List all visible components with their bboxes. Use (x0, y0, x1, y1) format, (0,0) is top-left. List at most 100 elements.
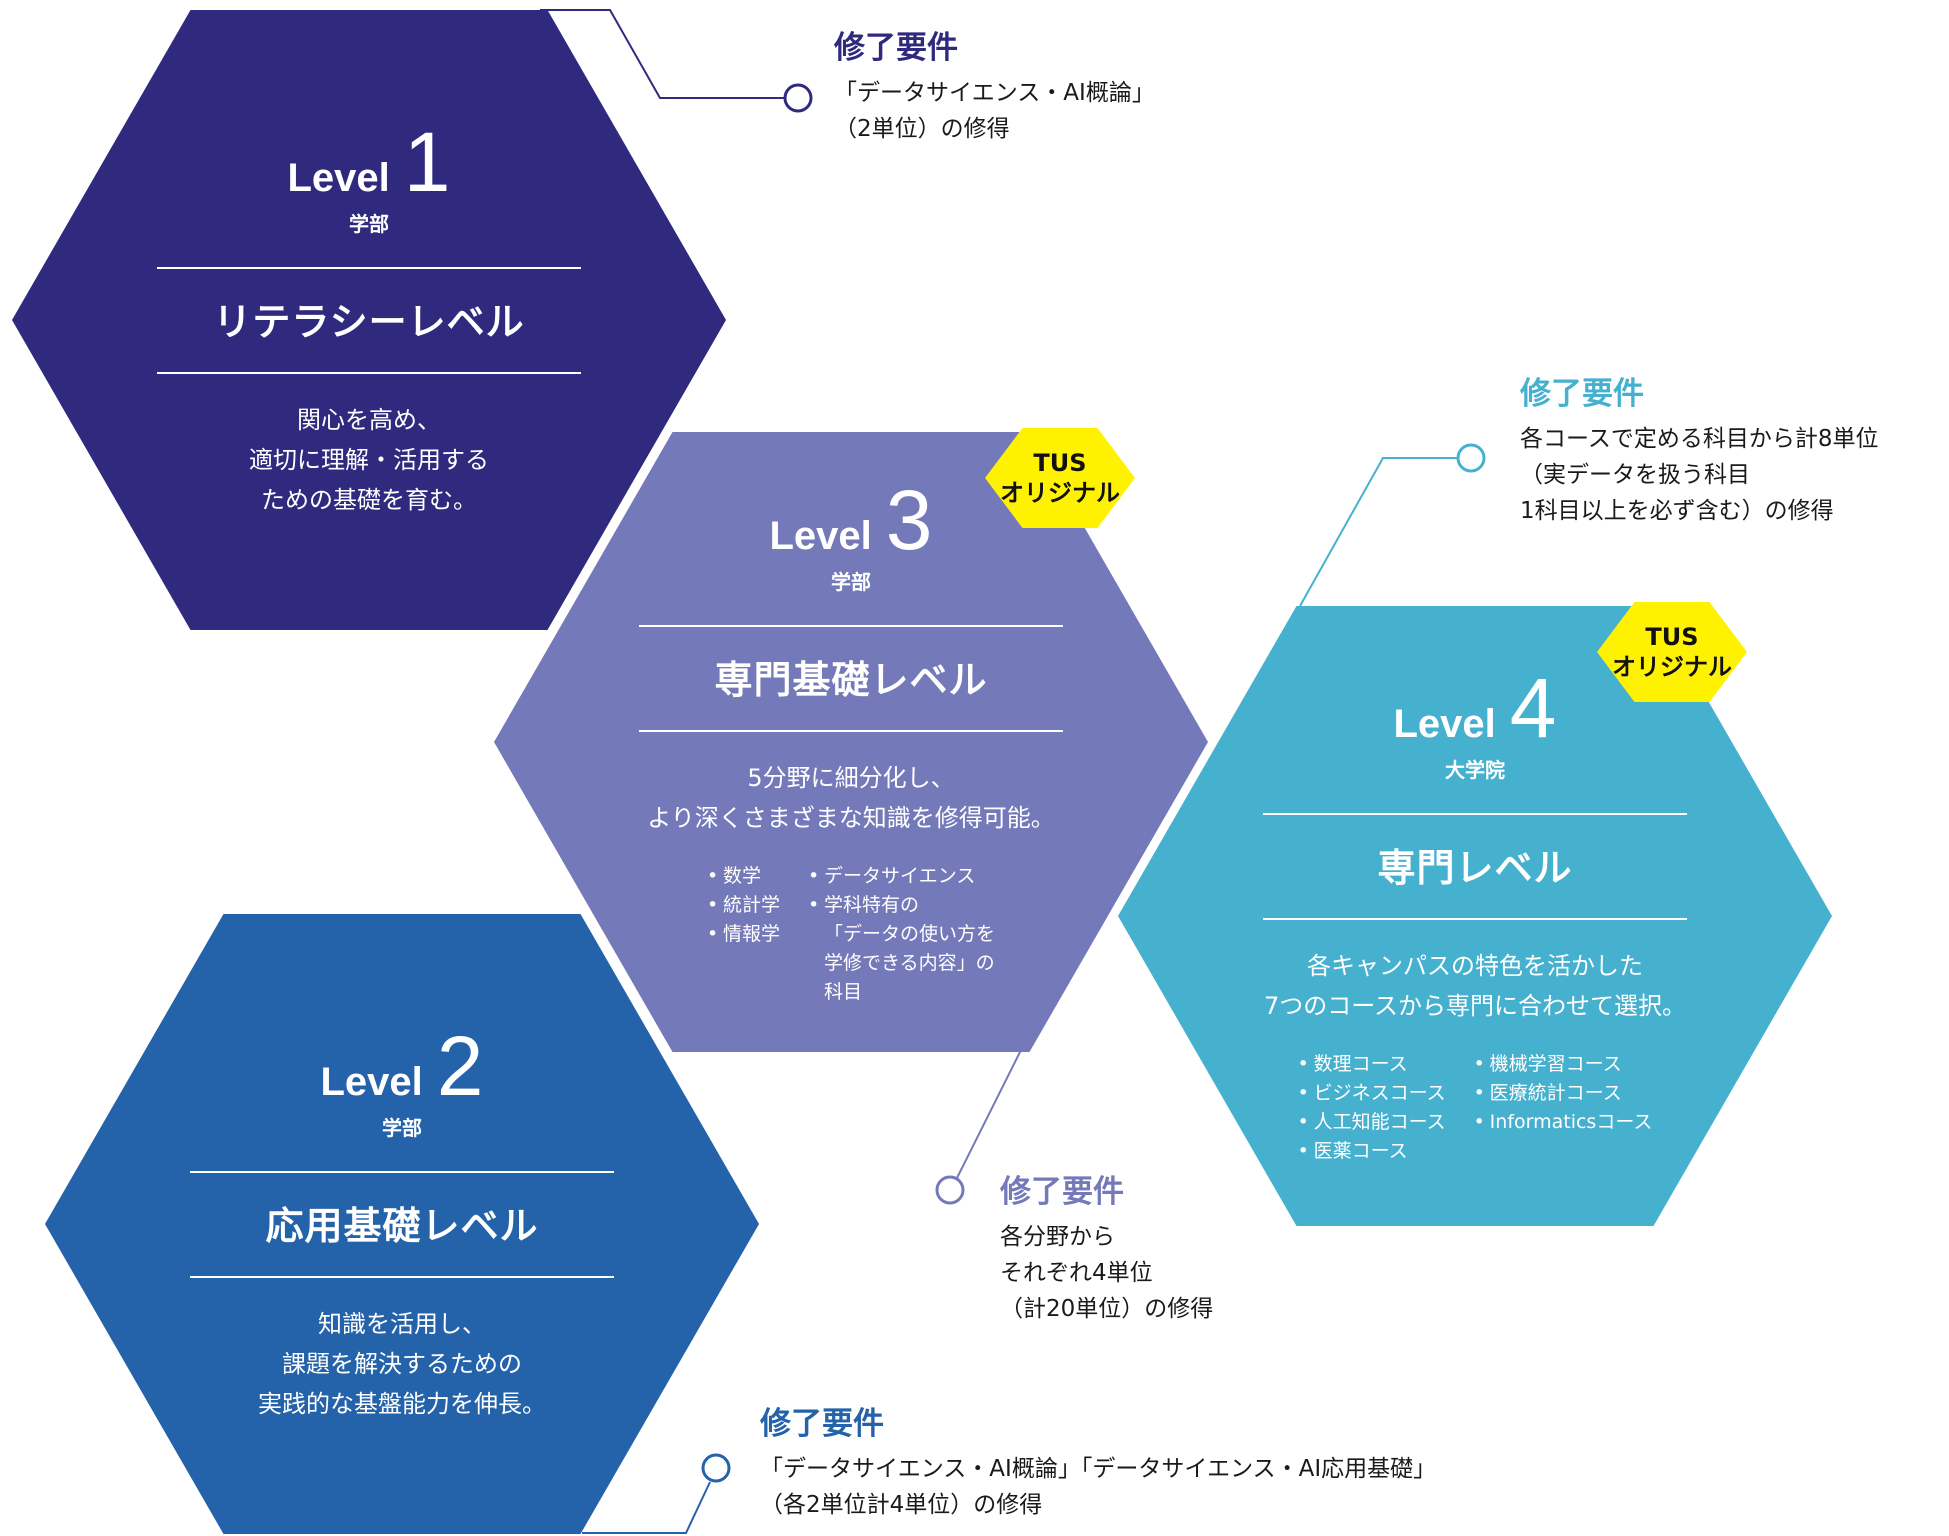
list-item-text: 科目 (824, 980, 863, 1003)
level3-bottom-rule (638, 729, 1064, 732)
level4-requirement-title: 修了要件 (1520, 376, 1644, 412)
badge-line: オリジナル (1000, 479, 1120, 507)
list-item-continuation: 「データの使い方を (808, 920, 995, 949)
level3-bullets-right: データサイエンス 学科特有の 「データの使い方を 学修できる内容」の 科目 (808, 862, 995, 1007)
level3-requirement-line: （計20単位）の修得 (1000, 1296, 1214, 1322)
level4-heading: Level 4 (1393, 666, 1556, 750)
level1-requirement-line: 「データサイエンス・AI概論」 (834, 80, 1155, 106)
level2-description: 知識を活用し、 課題を解決するための 実践的な基盤能力を伸長。 (258, 1304, 546, 1424)
level3-heading: Level 3 (769, 478, 932, 562)
level4-tus-original-badge: TUS オリジナル (1597, 602, 1747, 702)
badge-line: TUS (1033, 449, 1087, 477)
level4-desc-line: 各キャンパスの特色を活かした (1306, 952, 1643, 980)
level4-top-rule (1262, 813, 1688, 815)
level1-requirement-line: （2単位）の修得 (834, 116, 1010, 142)
level3-connector (956, 1039, 1027, 1179)
level4-connector-dot (1456, 443, 1486, 473)
level3-name: 専門基礎レベル (714, 657, 988, 702)
list-item: Informaticsコース (1474, 1108, 1653, 1137)
level3-requirement: 修了要件 各分野から それぞれ4単位 （計20単位）の修得 (1000, 1166, 1213, 1327)
level1-heading: Level 1 (287, 120, 450, 204)
level2-content: Level 2 学部 応用基礎レベル 知識を活用し、 課題を解決するための 実践… (189, 914, 615, 1534)
level2-requirement-line: 「データサイエンス・AI概論」「データサイエンス・AI応用基礎」 (760, 1456, 1437, 1482)
level4-bullets-right: 機械学習コース 医療統計コース Informaticsコース (1474, 1050, 1653, 1166)
level2-connector-dot (701, 1453, 731, 1483)
level4-name: 専門レベル (1377, 846, 1573, 890)
level1-name: リテラシーレベル (213, 300, 525, 344)
level2-heading: Level 2 (320, 1024, 483, 1108)
list-item: 機械学習コース (1474, 1050, 1653, 1079)
level4-content: Level 4 大学院 専門レベル 各キャンパスの特色を活かした 7つのコースか… (1262, 606, 1688, 1226)
level3-requirement-title: 修了要件 (1000, 1174, 1124, 1210)
level4-level-word: Level (1393, 702, 1496, 746)
level4-number: 4 (1509, 661, 1557, 755)
level4-bullets: 数理コース ビジネスコース 人工知能コース 医薬コース 機械学習コース 医療統計… (1298, 1050, 1653, 1166)
level2-requirement: 修了要件 「データサイエンス・AI概論」「データサイエンス・AI応用基礎」 （各… (760, 1398, 1436, 1523)
level1-desc-line: 適切に理解・活用する (249, 446, 489, 474)
level4-requirement: 修了要件 各コースで定める科目から計8単位 （実データを扱う科目 1科目以上を必… (1520, 368, 1878, 529)
list-item: 人工知能コース (1298, 1108, 1446, 1137)
level3-requirement-line: 各分野から (1000, 1224, 1115, 1250)
level1-level-word: Level (287, 156, 390, 200)
level3-requirement-line: それぞれ4単位 (1000, 1260, 1153, 1286)
level3-description: 5分野に細分化し、 より深くさまざまな知識を修得可能。 (647, 758, 1055, 838)
badge-line: オリジナル (1612, 653, 1732, 681)
badge-line: TUS (1645, 623, 1699, 651)
level4-bottom-rule (1262, 918, 1688, 920)
list-item: 統計学 (707, 891, 780, 920)
level2-name: 応用基礎レベル (265, 1204, 539, 1248)
level1-desc-line: 関心を高め、 (297, 406, 441, 434)
level2-bottom-rule (189, 1276, 615, 1278)
level3-top-rule (638, 624, 1064, 627)
level1-number: 1 (403, 115, 451, 209)
level2-requirement-line: （各2単位計4単位）の修得 (760, 1492, 1043, 1518)
level2-level-word: Level (320, 1060, 423, 1104)
level1-sub: 学部 (349, 212, 389, 236)
level2-desc-line: 課題を解決するための (282, 1350, 522, 1378)
list-item: 医薬コース (1298, 1137, 1446, 1166)
level2-connector (582, 1481, 711, 1534)
level1-connector (540, 9, 785, 99)
level3-desc-line: より深くさまざまな知識を修得可能。 (647, 803, 1055, 832)
level3-bullets: 数学 統計学 情報学 データサイエンス 学科特有の 「データの使い方を 学修でき… (707, 862, 995, 1007)
list-item: 数理コース (1298, 1050, 1446, 1079)
level4-desc-line: 7つのコースから専門に合わせて選択。 (1263, 992, 1687, 1020)
list-item-text: 「データの使い方を (824, 922, 996, 945)
level1-requirement-title: 修了要件 (834, 30, 958, 66)
level3-desc-line: 5分野に細分化し、 (747, 763, 955, 792)
level2-sub: 学部 (382, 1116, 422, 1140)
level1-requirement: 修了要件 「データサイエンス・AI概論」 （2単位）の修得 (834, 22, 1155, 147)
list-item: 情報学 (707, 920, 780, 949)
level4-connector (1299, 457, 1458, 607)
level2-top-rule (189, 1171, 615, 1173)
level4-requirement-line: 各コースで定める科目から計8単位 (1520, 426, 1879, 452)
level2-number: 2 (436, 1019, 484, 1113)
level3-sub: 学部 (831, 569, 871, 594)
list-item: 数学 (707, 862, 780, 891)
level3-connector-dot (935, 1175, 965, 1205)
level4-description: 各キャンパスの特色を活かした 7つのコースから専門に合わせて選択。 (1264, 946, 1686, 1026)
level1-bottom-rule (156, 372, 582, 374)
level4-requirement-line: （実データを扱う科目 (1520, 462, 1750, 488)
level2-requirement-title: 修了要件 (760, 1406, 884, 1442)
level1-content: Level 1 学部 リテラシーレベル 関心を高め、 適切に理解・活用する ため… (156, 10, 582, 630)
level1-desc-line: ための基礎を育む。 (261, 486, 477, 514)
list-item: ビジネスコース (1298, 1079, 1446, 1108)
list-item-continuation: 学修できる内容」の (808, 949, 995, 978)
list-item: データサイエンス (808, 862, 995, 891)
level1-connector-dot (783, 83, 813, 113)
level4-bullets-left: 数理コース ビジネスコース 人工知能コース 医薬コース (1298, 1050, 1446, 1166)
level3-bullets-left: 数学 統計学 情報学 (707, 862, 780, 1007)
list-item-text: 学修できる内容」の (824, 951, 995, 974)
list-item: 学科特有の (808, 891, 995, 920)
list-item-continuation: 科目 (808, 978, 995, 1007)
level1-description: 関心を高め、 適切に理解・活用する ための基礎を育む。 (249, 400, 489, 520)
level2-desc-line: 知識を活用し、 (318, 1310, 486, 1338)
level2-desc-line: 実践的な基盤能力を伸長。 (258, 1390, 546, 1418)
level4-sub: 大学院 (1445, 758, 1505, 782)
level3-level-word: Level (769, 513, 872, 558)
level3-content: Level 3 学部 専門基礎レベル 5分野に細分化し、 より深くさまざまな知識… (638, 432, 1064, 1052)
list-item: 医療統計コース (1474, 1079, 1653, 1108)
level3-number: 3 (885, 472, 933, 567)
